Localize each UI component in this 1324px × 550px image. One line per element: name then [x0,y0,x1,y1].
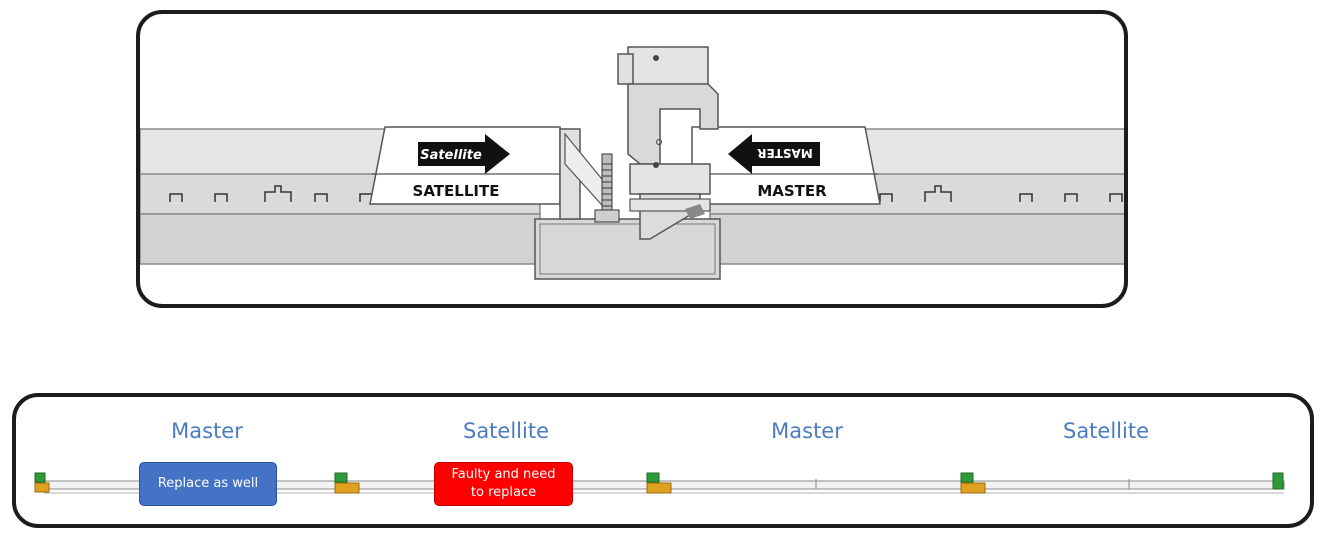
replace-as-well-callout: Replace as well [139,462,277,506]
segment-label-satellite-2: Satellite [1062,419,1149,443]
master-carriage: MASTER MASTER [691,126,881,205]
satellite-arrow-label: Satellite [420,148,482,163]
joint-closeup-panel: Satellite SATELLITE MASTER MASTER [136,10,1128,308]
connector-2 [334,472,360,494]
connector-3 [646,472,672,494]
segment-label-master-1: Master [171,419,243,443]
master-tag-label: MASTER [757,182,827,200]
segment-label-master-2: Master [771,419,843,443]
joint-closeup-drawing: Satellite SATELLITE MASTER MASTER [140,46,1124,280]
satellite-carriage: Satellite SATELLITE [369,126,561,205]
connector-5 [1272,472,1284,490]
segment-label-satellite-1: Satellite [462,419,549,443]
faulty-callout: Faulty and need to replace [434,462,573,506]
connector-1 [34,472,50,493]
track-overview-panel [12,393,1314,528]
connector-4 [960,472,986,494]
center-coupling [534,46,721,280]
master-arrow-label: MASTER [757,146,813,160]
satellite-tag-label: SATELLITE [413,182,500,200]
